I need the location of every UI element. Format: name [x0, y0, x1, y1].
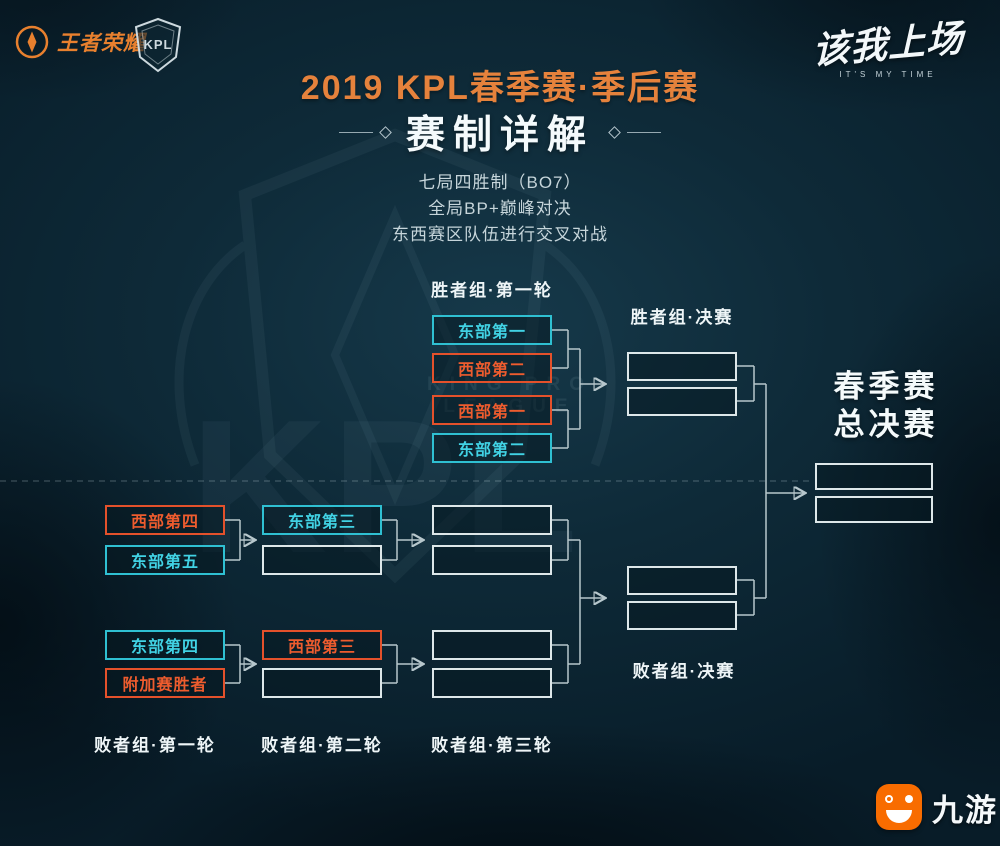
losers-round2-slot: [262, 545, 382, 575]
grand-final-slot: [815, 496, 933, 523]
honor-of-kings-logo-text: 王者荣耀: [57, 32, 145, 55]
format-rules: 七局四胜制（BO7） 全局BP+巅峰对决 东西赛区队伍进行交叉对战: [0, 170, 1000, 248]
diamond-ornament-icon: [608, 125, 621, 139]
page-title: 2019 KPL春季赛·季后赛: [300, 69, 700, 107]
losers-final-label: 败者组·决赛: [632, 662, 736, 681]
subtitle-row: 赛制详解: [0, 104, 1000, 160]
losers-round3-label: 败者组·第三轮: [431, 736, 553, 755]
slogan-logo: 该我上场 IT'S MY TIME: [798, 14, 978, 79]
losers-round3-slot: [432, 630, 552, 660]
losers-round2-slot: [262, 668, 382, 698]
grand-final-slot: [815, 463, 933, 490]
left-ornament: [338, 125, 392, 139]
grand-final-title-line1: 春季赛: [833, 369, 939, 404]
rule-line: 七局四胜制（BO7）: [418, 173, 582, 192]
rule-line: 东西赛区队伍进行交叉对战: [392, 225, 608, 244]
kpl-shield-icon: [134, 17, 182, 73]
kpl-logo-text: KPL: [143, 37, 173, 52]
right-ornament: [608, 125, 661, 139]
losers-round2-label: 败者组·第二轮: [261, 736, 383, 755]
team-slot-east-3: 东部第三: [262, 505, 382, 535]
losers-round3-slot: [432, 545, 552, 575]
rule-line: 全局BP+巅峰对决: [428, 199, 572, 218]
team-slot-east-2: 东部第二: [432, 433, 552, 463]
diamond-ornament-icon: [379, 125, 392, 139]
team-slot-east-1: 东部第一: [432, 315, 552, 345]
winners-round1-label: 胜者组·第一轮: [431, 281, 553, 300]
team-slot-east-5: 东部第五: [105, 545, 225, 575]
team-slot-west-1: 西部第一: [432, 395, 552, 425]
team-slot-east-4: 东部第四: [105, 630, 225, 660]
team-slot-west-2: 西部第二: [432, 353, 552, 383]
kpl-logo: KPL: [130, 16, 186, 74]
slogan-subtext: IT'S MY TIME: [839, 70, 937, 79]
9game-smiley-icon: [876, 784, 922, 830]
grand-final-title: 春季赛 总决赛: [818, 368, 954, 444]
honor-of-kings-logo: 王者荣耀: [14, 24, 145, 60]
team-slot-west-4: 西部第四: [105, 505, 225, 535]
honor-of-kings-icon: [15, 25, 49, 59]
losers-round3-slot: [432, 505, 552, 535]
page-subtitle: 赛制详解: [405, 114, 594, 157]
team-slot-west-3: 西部第三: [262, 630, 382, 660]
winners-final-label: 胜者组·决赛: [630, 308, 734, 327]
losers-final-slot: [627, 566, 737, 595]
winners-final-slot: [627, 387, 737, 416]
losers-final-slot: [627, 601, 737, 630]
team-slot-playin-winner: 附加赛胜者: [105, 668, 225, 698]
losers-round3-slot: [432, 668, 552, 698]
9game-logo-text: 九游: [932, 792, 998, 828]
losers-round1-label: 败者组·第一轮: [94, 736, 216, 755]
winners-final-slot: [627, 352, 737, 381]
9game-logo: 九游: [876, 784, 998, 830]
grand-final-title-line2: 总决赛: [833, 407, 939, 442]
